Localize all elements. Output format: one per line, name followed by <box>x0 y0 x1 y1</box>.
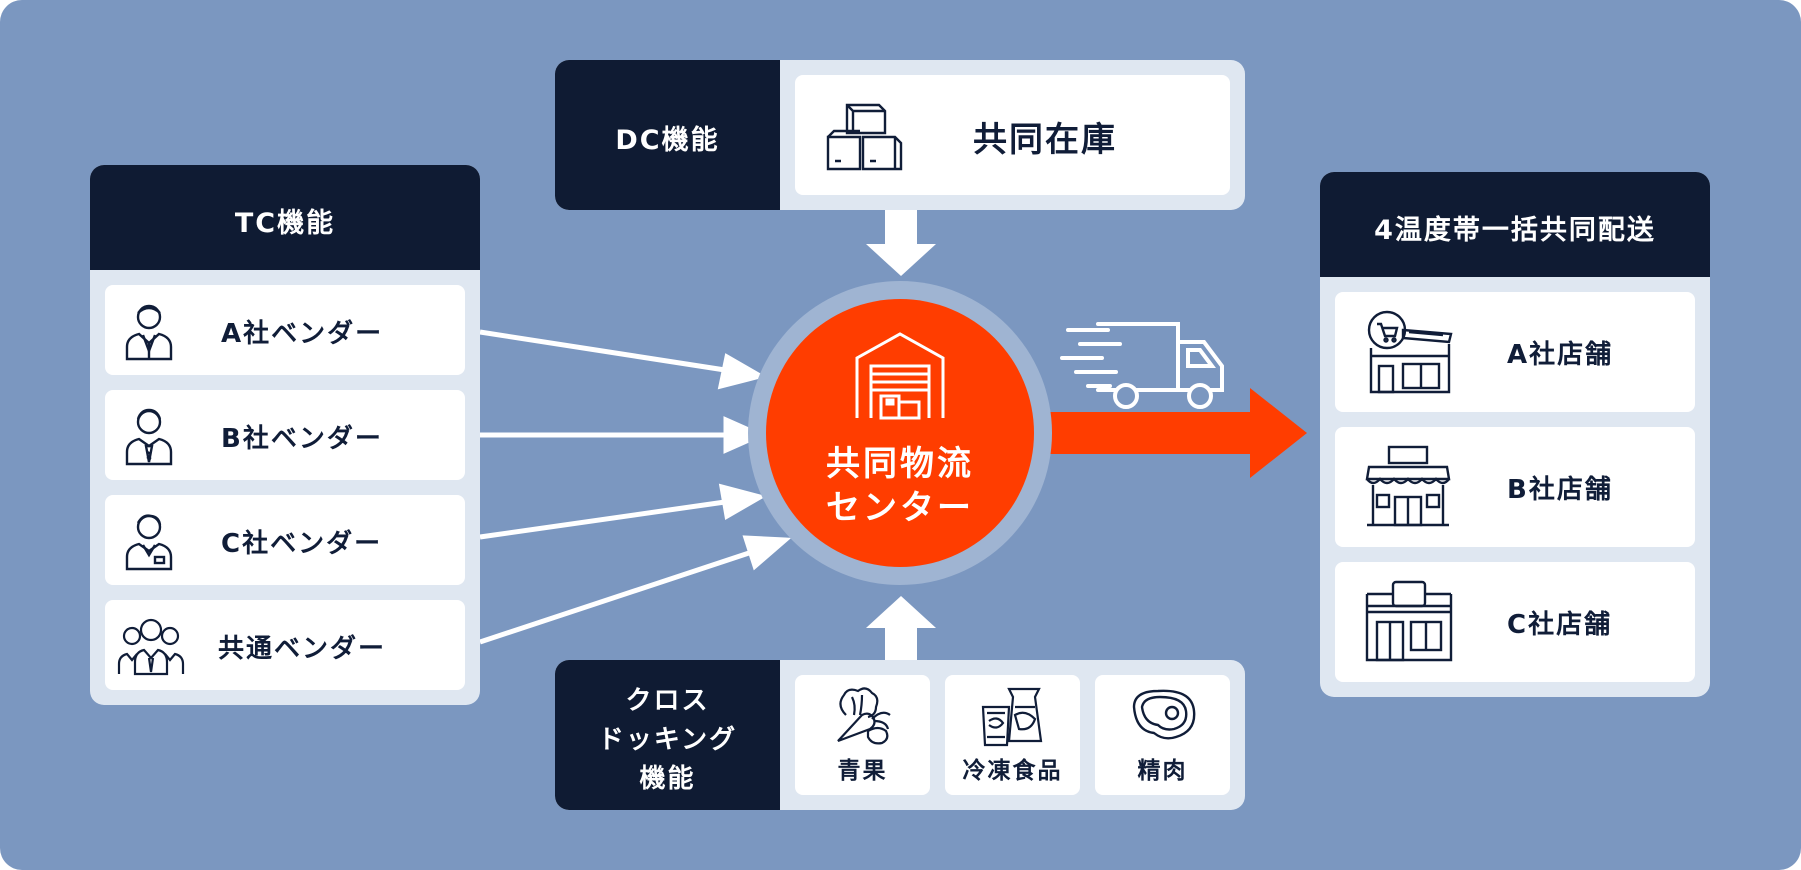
cross-item-label-frozen: 冷凍食品 <box>962 758 1063 784</box>
convenience-store-icon <box>1365 580 1453 662</box>
delivery-header-title: 4温度帯一括共同配送 <box>1374 215 1656 246</box>
vendor-label-c: C社ベンダー <box>221 529 383 559</box>
dc-header: DC機能 <box>555 60 780 210</box>
tc-header: TC機能 <box>90 165 480 270</box>
store-label-c: C社店舗 <box>1507 610 1613 640</box>
frozen-food-icon <box>981 687 1043 747</box>
people-group-icon <box>117 618 185 676</box>
delivery-header: 4温度帯一括共同配送 <box>1320 172 1710 277</box>
cross-item-label-vegetables: 青果 <box>837 758 888 784</box>
arrow-vendor-c-head <box>718 483 767 520</box>
store-label-b: B社店舗 <box>1507 475 1613 505</box>
arrow-vendor-a <box>479 329 726 373</box>
cross-header: クロス ドッキング 機能 <box>555 660 780 810</box>
vendor-card-a: A社ベンダー <box>105 285 465 375</box>
store-card-b: B社店舗 <box>1335 427 1695 547</box>
cross-header-line1: クロス <box>625 686 710 716</box>
person-suit-icon <box>125 304 173 361</box>
center-circle <box>766 299 1034 567</box>
tc-header-title: TC機能 <box>234 208 336 239</box>
arrow-vendor-a-head <box>717 353 767 390</box>
arrow-vendor-common <box>479 549 753 645</box>
person-badge-icon <box>125 514 173 571</box>
center-title-line1: 共同物流 <box>826 444 974 484</box>
supermarket-icon <box>1367 310 1453 394</box>
meat-icon <box>1132 689 1196 740</box>
dc-item-label: 共同在庫 <box>973 120 1117 160</box>
store-label-a: A社店舗 <box>1507 340 1614 370</box>
vendor-label-b: B社ベンダー <box>221 424 383 454</box>
person-tie-icon <box>125 408 173 466</box>
shop-awning-icon <box>1365 445 1451 527</box>
cross-item-frozen: 冷凍食品 <box>945 675 1080 795</box>
center-title-line2: センター <box>826 488 974 528</box>
cross-item-label-meat: 精肉 <box>1137 758 1188 784</box>
cross-item-meat: 精肉 <box>1095 675 1230 795</box>
vendor-label-a: A社ベンダー <box>221 319 384 349</box>
vendor-card-common: 共通ベンダー <box>105 600 465 690</box>
boxes-icon <box>826 103 903 171</box>
vendor-card-c: C社ベンダー <box>105 495 465 585</box>
cross-header-line3: 機能 <box>639 764 696 794</box>
arrow-delivery <box>1030 388 1307 478</box>
dc-item-card: 共同在庫 <box>795 75 1230 195</box>
truck-icon <box>1060 322 1224 409</box>
vegetables-icon <box>837 687 891 745</box>
arrow-vendor-b-head <box>723 416 767 454</box>
cross-header-line2: ドッキング <box>597 725 738 755</box>
arrow-vendor-common-head <box>742 535 792 571</box>
warehouse-icon <box>855 332 945 420</box>
arrow-cross-up <box>866 596 936 662</box>
cross-item-vegetables: 青果 <box>795 675 930 795</box>
store-card-a: A社店舗 <box>1335 292 1695 412</box>
dc-header-title: DC機能 <box>615 125 720 156</box>
arrow-vendor-c <box>479 499 726 540</box>
arrow-dc-down <box>866 210 936 276</box>
vendor-label-common: 共通ベンダー <box>218 634 387 664</box>
store-card-c: C社店舗 <box>1335 562 1695 682</box>
vendor-card-b: B社ベンダー <box>105 390 465 480</box>
